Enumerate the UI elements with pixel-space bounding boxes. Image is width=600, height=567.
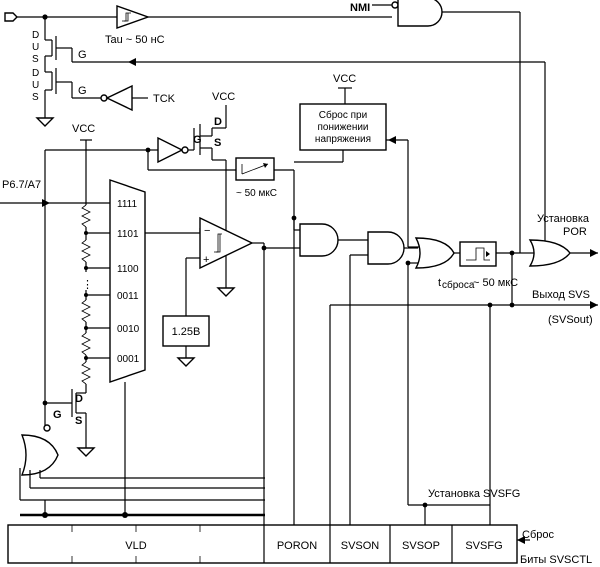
reg-field-poron: PORON [277,540,317,552]
por-or-gate [528,239,571,267]
svg-text:U: U [32,80,39,91]
inverter [157,136,189,164]
svg-text:VCC: VCC [333,73,356,85]
svg-text:G: G [78,85,87,97]
svg-text:S: S [32,92,39,103]
svg-text:t: t [438,277,441,289]
svg-text:POR: POR [563,226,587,238]
svg-text:U: U [32,42,39,53]
svg-text:0010: 0010 [117,324,140,335]
svg-text:⋮: ⋮ [82,279,93,291]
svg-text:Сброс при: Сброс при [319,109,367,121]
svg-text:VCC: VCC [212,91,235,103]
fet-stack [35,36,72,127]
svg-text:1100: 1100 [117,264,139,275]
ref-label: 1.25В [172,326,201,338]
delay-element [235,157,275,181]
svg-text:понижении: понижении [317,122,368,133]
svg-text:(SVSout): (SVSout) [548,314,593,326]
reg-field-svson: SVSON [341,540,380,552]
svg-text:G: G [53,409,62,421]
reg-field-svsop: SVSOP [402,540,440,552]
svg-text:~ 50 мкС: ~ 50 мкС [236,188,277,199]
tck-buffer [105,84,133,112]
register-caption: Биты SVSCTL [520,554,592,566]
svg-text:S: S [214,137,221,149]
svg-text:Установка SVSFG: Установка SVSFG [428,488,520,500]
voltage-mux [109,179,146,383]
svg-text:Выход SVS: Выход SVS [532,289,590,301]
svg-text:0011: 0011 [117,291,139,302]
svg-text:G: G [78,49,87,61]
svg-text:S: S [75,415,82,427]
svg-text:−: − [204,225,210,237]
svg-text:D: D [214,116,222,128]
svg-text:G: G [193,134,202,146]
svg-text:D: D [75,393,83,405]
reg-field-vld: VLD [125,540,146,552]
svg-text:+: + [203,254,209,266]
svg-text:Сброс: Сброс [522,529,554,541]
nor-gate [20,424,59,476]
reg-field-svsfg: SVSFG [465,540,502,552]
resistor-ladder [81,204,91,385]
and-gate-2 [367,231,405,265]
reset-timer [459,241,497,267]
svg-text:D: D [32,68,39,79]
svg-text:сброса: сброса [442,279,475,291]
and-gate-1 [299,223,339,257]
svg-text:1111: 1111 [117,199,137,210]
or-gate [414,237,455,269]
tau-label: Tau ~ 50 нС [105,34,165,46]
svg-text:1101: 1101 [117,229,139,240]
svg-text:Установка: Установка [537,213,590,225]
schmitt-buffer [116,5,151,29]
svg-text:D: D [32,30,39,41]
svsctl-register [7,524,518,564]
svg-text:~ 50 мкС: ~ 50 мкС [473,277,518,289]
nmi-and-gate [397,0,443,27]
svg-text:S: S [32,54,39,65]
tck-label: TCK [153,93,176,105]
input-pin [4,12,18,22]
svg-text:напряжения: напряжения [315,134,371,145]
p67-label: P6.7/A7 [2,179,41,191]
arrow-left-icon [128,58,136,66]
nmi-label: NMI [350,2,370,14]
comparator [199,216,254,270]
svg-text:VCC: VCC [72,123,95,135]
svg-text:0001: 0001 [117,354,140,365]
